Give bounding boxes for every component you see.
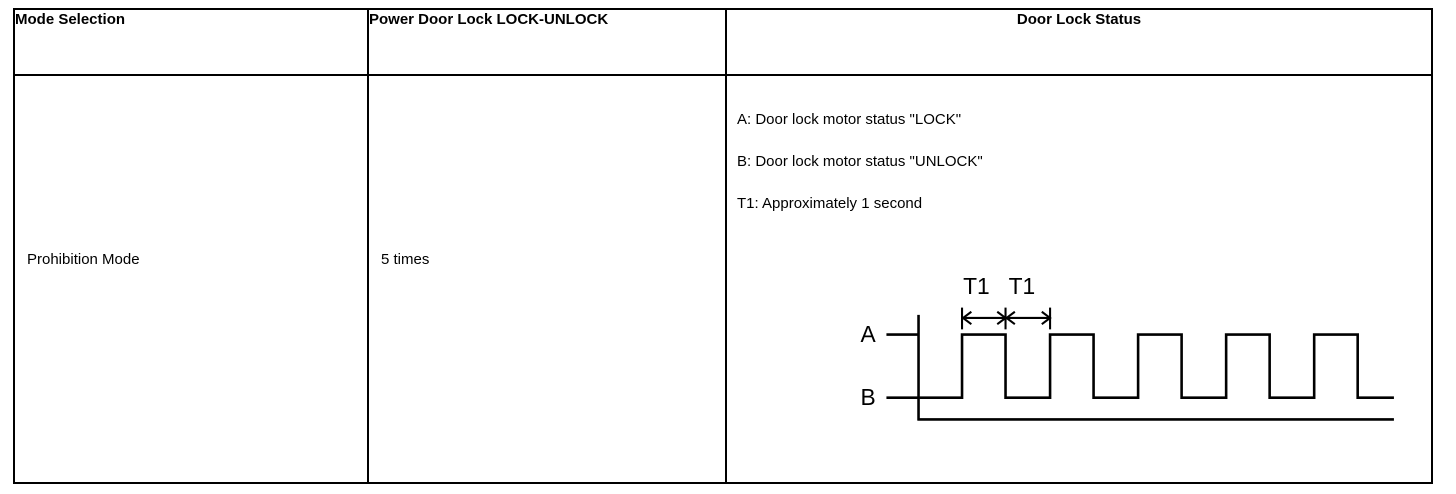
waveform-legend: A: Door lock motor status "LOCK" B: Door… [737, 88, 983, 235]
column-header-door-lock-status: Door Lock Status [725, 8, 1433, 76]
door-lock-status-table: Mode Selection Power Door Lock LOCK-UNLO… [13, 8, 1433, 484]
legend-line-t1: T1: Approximately 1 second [737, 195, 923, 212]
header-separator-cell-3 [725, 74, 1433, 78]
axis-label-low: B [861, 384, 876, 410]
dimension-ticks [961, 307, 1052, 330]
dimension-label-t1-first: T1 [963, 273, 990, 299]
header-separator-cell-2 [367, 74, 727, 78]
column-header-power-door-lock: Power Door Lock LOCK-UNLOCK [367, 8, 727, 76]
table-header-row: Mode Selection Power Door Lock LOCK-UNLO… [13, 8, 1433, 76]
legend-line-b: B: Door lock motor status "UNLOCK" [737, 153, 983, 170]
timing-chart-svg: A B T1 T1 [861, 273, 1394, 421]
dimension-label-t1-second: T1 [1009, 273, 1036, 299]
legend-line-a: A: Door lock motor status "LOCK" [737, 111, 962, 128]
table-header: Mode Selection Power Door Lock LOCK-UNLO… [13, 8, 1433, 76]
power-door-lock-value: 5 times [381, 251, 430, 268]
waveform-trace [919, 333, 1394, 400]
table-body: Prohibition Mode 5 times A: Door lock mo… [13, 74, 1433, 484]
cell-power-door-lock: 5 times [367, 78, 727, 484]
header-separator-row [13, 74, 1433, 78]
mode-selection-value: Prohibition Mode [27, 251, 140, 268]
cell-mode-selection: Prohibition Mode [13, 78, 369, 484]
table-row: Prohibition Mode 5 times A: Door lock mo… [13, 78, 1433, 484]
cell-door-lock-status: A: Door lock motor status "LOCK" B: Door… [725, 78, 1433, 484]
axis-label-high: A [861, 321, 877, 347]
header-separator-cell-1 [13, 74, 369, 78]
dimension-arrows [961, 310, 1052, 326]
column-header-mode-selection: Mode Selection [13, 8, 369, 76]
